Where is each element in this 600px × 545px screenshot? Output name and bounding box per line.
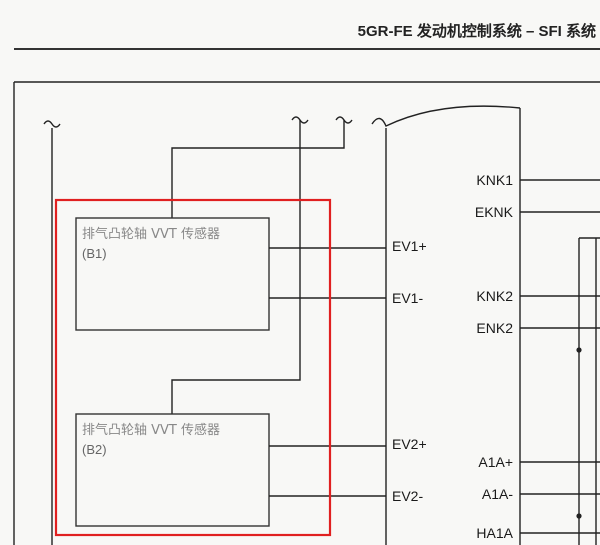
terminal-ev2-plus: EV2+ <box>392 436 427 452</box>
highlight-rectangle <box>54 198 332 537</box>
terminal-ev2-minus: EV2- <box>392 488 423 504</box>
terminal-ha1a: HA1A <box>476 525 513 541</box>
page-title: 5GR-FE 发动机控制系统 – SFI 系统 <box>357 23 596 40</box>
wire-b1-signal <box>171 120 345 218</box>
ecu-top-break <box>371 105 521 127</box>
terminal-eknk: EKNK <box>475 204 514 220</box>
terminal-ev1-plus: EV1+ <box>392 238 427 254</box>
junction-dot-2 <box>576 513 582 519</box>
terminal-enk2: ENK2 <box>476 320 513 336</box>
sensor-b1-name: 排气凸轮轴 VVT 传感器 <box>82 226 220 242</box>
terminal-ev1-minus: EV1- <box>392 290 423 306</box>
terminal-knk1: KNK1 <box>476 172 513 188</box>
break-mark-2 <box>335 116 353 124</box>
break-mark-left <box>43 120 61 128</box>
terminal-knk2: KNK2 <box>476 288 513 304</box>
sensor-box-b2 <box>75 413 270 527</box>
sensor-b1-id: (B1) <box>82 246 107 261</box>
junction-dot-1 <box>576 347 582 353</box>
sensor-box-b1 <box>75 217 270 331</box>
header-rule <box>14 48 600 50</box>
break-mark-1 <box>291 116 309 124</box>
wire-b2-signal <box>171 120 301 414</box>
terminal-a1a-plus: A1A+ <box>478 454 513 470</box>
sensor-b2-name: 排气凸轮轴 VVT 传感器 <box>82 422 220 438</box>
sensor-b2-id: (B2) <box>82 442 107 457</box>
terminal-a1a-minus: A1A- <box>482 486 513 502</box>
